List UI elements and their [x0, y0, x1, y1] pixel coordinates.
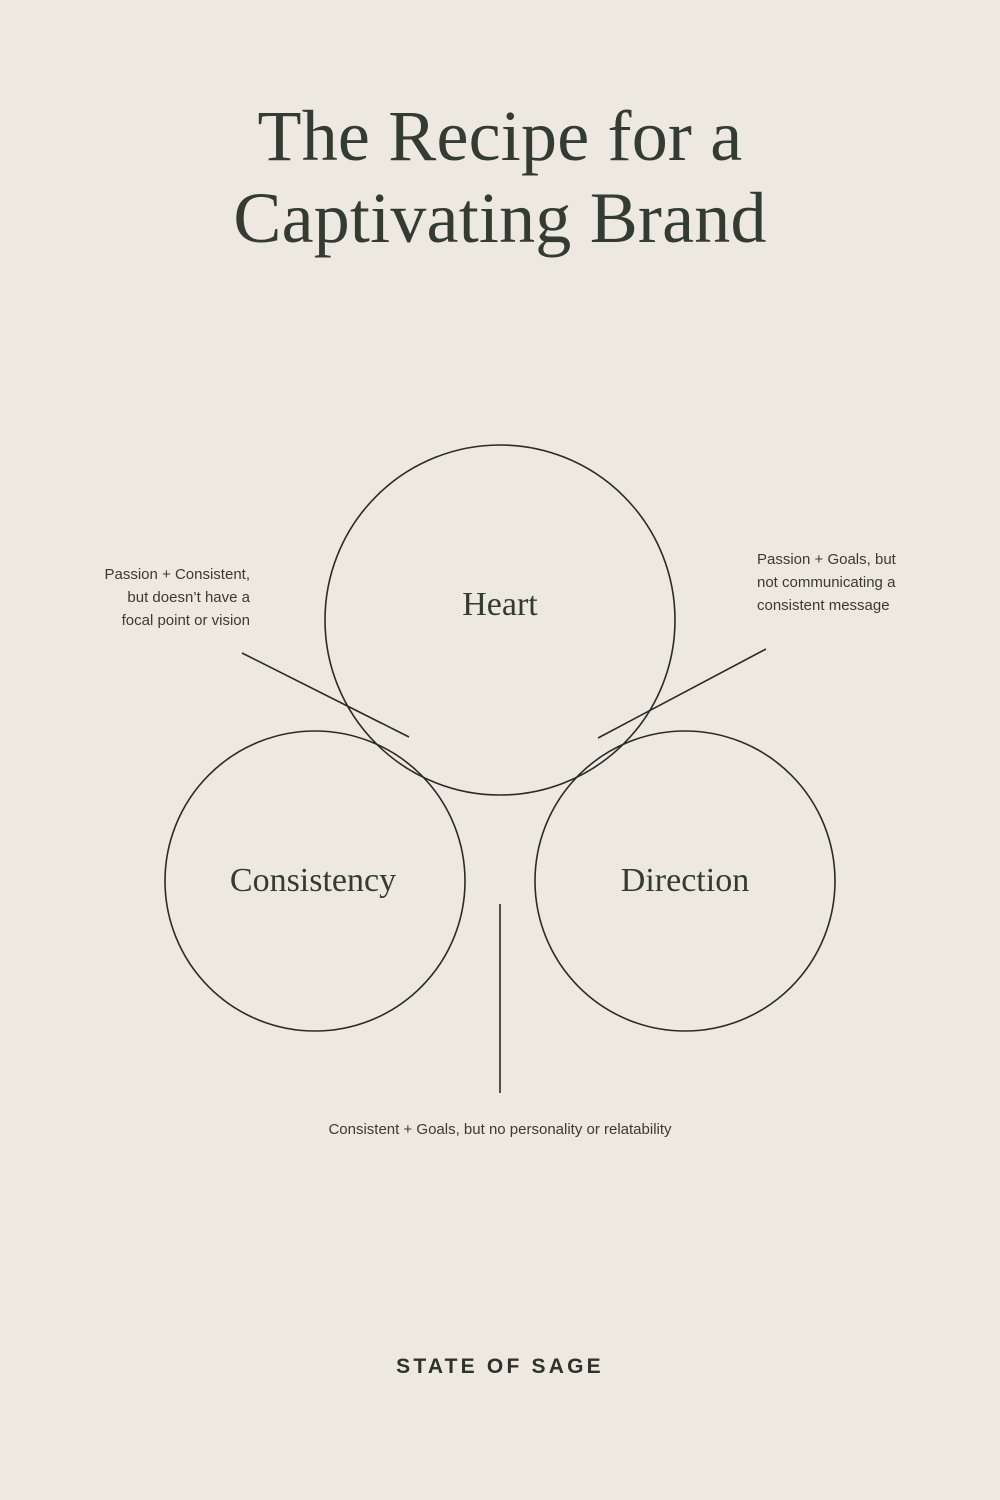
page-title: The Recipe for a Captivating Brand: [0, 95, 1000, 259]
annotation-right: Passion + Goals, but not communicating a…: [757, 548, 972, 617]
annotation-left-line-1: Passion + Consistent,: [104, 566, 251, 583]
venn-label-heart: Heart: [462, 586, 538, 623]
footer-brand: STATE OF SAGE: [396, 1355, 604, 1378]
annotation-left-line-3: focal point or vision: [121, 612, 250, 629]
annotation-bottom: Consistent + Goals, but no personality o…: [328, 1121, 672, 1138]
venn-label-direction: Direction: [620, 862, 750, 899]
leader-line-left: [241, 652, 410, 738]
annotation-left: Passion + Consistent, but doesn’t have a…: [30, 563, 251, 632]
annotation-right-line-2: not communicating a: [757, 574, 896, 591]
page-title-line-2: Captivating Brand: [233, 178, 767, 258]
annotation-right-line-1: Passion + Goals, but: [757, 551, 896, 568]
annotation-left-line-2: but doesn’t have a: [127, 589, 250, 606]
annotation-right-line-3: consistent message: [757, 597, 890, 614]
page-title-line-1: The Recipe for a: [257, 96, 743, 176]
venn-label-consistency: Consistency: [229, 862, 397, 899]
leader-line-right: [597, 648, 767, 739]
